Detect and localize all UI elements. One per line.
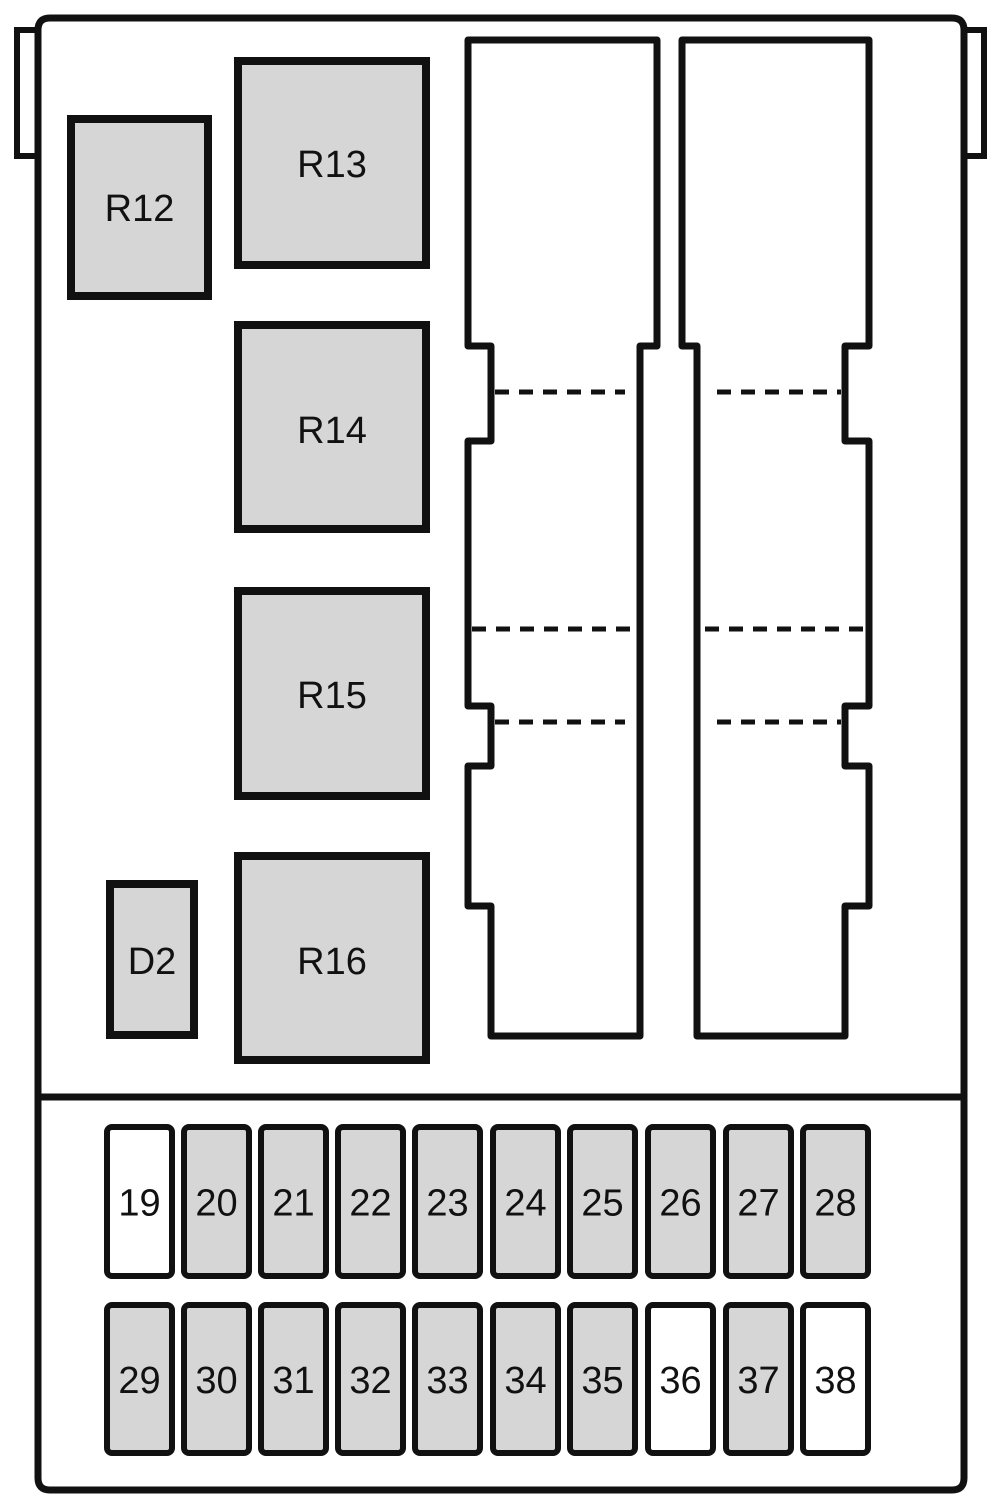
diode-d2-body (106, 880, 198, 1039)
fuse-30-body (181, 1302, 252, 1456)
fuse-33: 33 (412, 1302, 483, 1456)
fuse-34-label: 34 (504, 1360, 546, 1402)
fuse-32-body (335, 1302, 406, 1456)
fuse-24-body (490, 1124, 561, 1279)
relay-r13-body (234, 57, 430, 269)
fuse-23-body (412, 1124, 483, 1279)
diode-d2-label: D2 (128, 941, 177, 983)
relay-r12: R12 (67, 115, 212, 300)
fuse-32: 32 (335, 1302, 406, 1456)
fuse-35-label: 35 (581, 1360, 623, 1402)
fuse-24-label: 24 (504, 1183, 546, 1225)
fuse-23: 23 (412, 1124, 483, 1279)
fuse-33-label: 33 (426, 1360, 468, 1402)
fuse-34: 34 (490, 1302, 561, 1456)
relay-r15-body (234, 587, 430, 800)
fuse-27: 27 (723, 1124, 794, 1279)
fuse-21: 21 (258, 1124, 329, 1279)
fuse-20-label: 20 (195, 1183, 237, 1225)
fuse-29-body (104, 1302, 175, 1456)
fuse-31-label: 31 (272, 1360, 314, 1402)
fuse-30-label: 30 (195, 1360, 237, 1402)
diode-d2: D2 (106, 880, 198, 1039)
fuse-20: 20 (181, 1124, 252, 1279)
fuse-26-label: 26 (659, 1183, 701, 1225)
fuse-33-body (412, 1302, 483, 1456)
fuse-32-label: 32 (349, 1360, 391, 1402)
relay-r14: R14 (234, 321, 430, 533)
fuse-31-body (258, 1302, 329, 1456)
fuse-row-top: 19 20 21 22 23 24 25 26 27 28 (104, 1124, 871, 1279)
relay-r13-label: R13 (297, 144, 367, 186)
fuse-28: 28 (800, 1124, 871, 1279)
fuse-37-label: 37 (737, 1360, 779, 1402)
fuse-36-body (645, 1302, 716, 1456)
fuse-19-label: 19 (118, 1183, 160, 1225)
fuse-29-label: 29 (118, 1360, 160, 1402)
fuse-31: 31 (258, 1302, 329, 1456)
fuse-35: 35 (567, 1302, 638, 1456)
fuse-25-label: 25 (581, 1183, 623, 1225)
fuse-22: 22 (335, 1124, 406, 1279)
relay-r16-label: R16 (297, 941, 367, 983)
fuse-21-body (258, 1124, 329, 1279)
fuse-38-body (800, 1302, 871, 1456)
fuse-36-label: 36 (659, 1360, 701, 1402)
fuse-27-label: 27 (737, 1183, 779, 1225)
connector-slot-left (464, 36, 661, 1040)
relay-r16-body (234, 852, 430, 1064)
fuse-23-label: 23 (426, 1183, 468, 1225)
fuse-20-body (181, 1124, 252, 1279)
fuse-38-label: 38 (814, 1360, 856, 1402)
fuse-22-label: 22 (349, 1183, 391, 1225)
fuse-24: 24 (490, 1124, 561, 1279)
connector-slot-right (678, 36, 873, 1040)
fuse-37: 37 (723, 1302, 794, 1456)
fuse-29: 29 (104, 1302, 175, 1456)
fuse-38: 38 (800, 1302, 871, 1456)
fuse-21-label: 21 (272, 1183, 314, 1225)
relay-r14-body (234, 321, 430, 533)
fuse-35-body (567, 1302, 638, 1456)
fuse-26: 26 (645, 1124, 716, 1279)
fuse-22-body (335, 1124, 406, 1279)
fuse-row-bottom: 29 30 31 32 33 34 35 36 37 38 (104, 1302, 871, 1456)
fuse-19: 19 (104, 1124, 175, 1279)
relay-r12-body (67, 115, 212, 300)
fuse-26-body (645, 1124, 716, 1279)
fuse-36: 36 (645, 1302, 716, 1456)
relay-r15: R15 (234, 587, 430, 800)
fuse-37-body (723, 1302, 794, 1456)
relay-r12-label: R12 (105, 188, 175, 230)
fuse-28-body (800, 1124, 871, 1279)
relay-r15-label: R15 (297, 675, 367, 717)
relay-r13: R13 (234, 57, 430, 269)
relay-r16: R16 (234, 852, 430, 1064)
relay-r14-label: R14 (297, 410, 367, 452)
fuse-25-body (567, 1124, 638, 1279)
fuse-34-body (490, 1302, 561, 1456)
fuse-27-body (723, 1124, 794, 1279)
fuse-19-body (104, 1124, 175, 1279)
fuse-25: 25 (567, 1124, 638, 1279)
fuse-30: 30 (181, 1302, 252, 1456)
fuse-28-label: 28 (814, 1183, 856, 1225)
